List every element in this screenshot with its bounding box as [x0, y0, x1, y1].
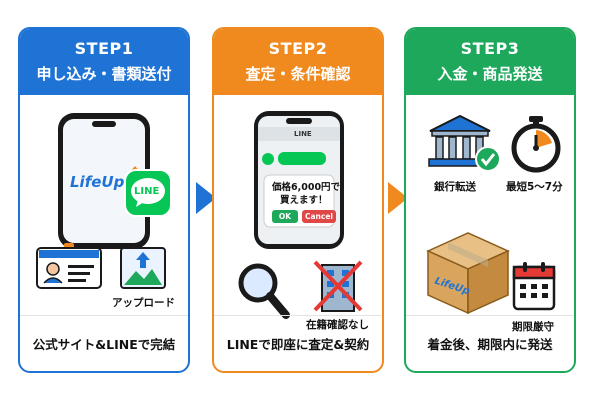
- cancel-button[interactable]: Cancel: [302, 210, 336, 223]
- upload-label: アップロード: [112, 297, 175, 309]
- time-label: 最短5〜7分: [506, 181, 563, 193]
- image-upload-icon: [120, 247, 166, 289]
- arrow-right-icon: [388, 182, 408, 214]
- step3-number: STEP3: [460, 39, 520, 58]
- id-card-icon: [36, 243, 102, 289]
- step3-title: 入金・商品発送: [437, 65, 543, 83]
- deadline-label: 期限厳守: [512, 321, 554, 333]
- chat-message-line2: 買えます！: [280, 195, 328, 206]
- step2-header: STEP2 査定・条件確認: [214, 29, 382, 95]
- step2-number: STEP2: [268, 39, 328, 58]
- step3-header: STEP3 入金・商品発送: [406, 29, 574, 95]
- magnifier-icon: [238, 263, 290, 319]
- line-app-icon: [124, 169, 172, 217]
- line-badge-text: LINE: [134, 186, 160, 197]
- step1-number: STEP1: [74, 39, 134, 58]
- arrow-right-icon: [196, 182, 216, 214]
- step1-footer: 公式サイト&LINEで完結: [20, 315, 188, 371]
- chat-header: LINE: [294, 130, 312, 138]
- bank-transfer-label: 銀行転送: [434, 181, 476, 193]
- step2-title: 査定・条件確認: [245, 65, 351, 83]
- building-crossed-icon: [313, 260, 363, 312]
- phone-logo: LifeUp: [70, 173, 125, 191]
- step2-footer: LINEで即座に査定&契約: [214, 315, 382, 371]
- cardboard-box-icon: [426, 232, 510, 315]
- ok-button[interactable]: OK: [272, 210, 298, 223]
- calendar-icon: [512, 262, 556, 311]
- step1-header: STEP1 申し込み・書類送付: [20, 29, 188, 95]
- step2-card: STEP2 査定・条件確認 LINE 価格6,000円で 買えます！ OK Ca…: [212, 27, 384, 373]
- enrollment-check-label: 在籍確認なし: [306, 319, 369, 331]
- smartphone-icon: [58, 113, 150, 249]
- step1-card: STEP1 申し込み・書類送付 LifeUp LINE アップロード 公式サイト…: [18, 27, 190, 373]
- chat-message-line1: 価格6,000円で: [272, 182, 341, 193]
- stopwatch-icon: [511, 116, 561, 173]
- bank-check-icon: [428, 114, 501, 172]
- step3-footer: 着金後、期限内に発送: [406, 315, 574, 371]
- step1-title: 申し込み・書類送付: [36, 65, 172, 83]
- step3-card: STEP3 入金・商品発送 銀行転送 最短5〜7分 LifeUp: [404, 27, 576, 373]
